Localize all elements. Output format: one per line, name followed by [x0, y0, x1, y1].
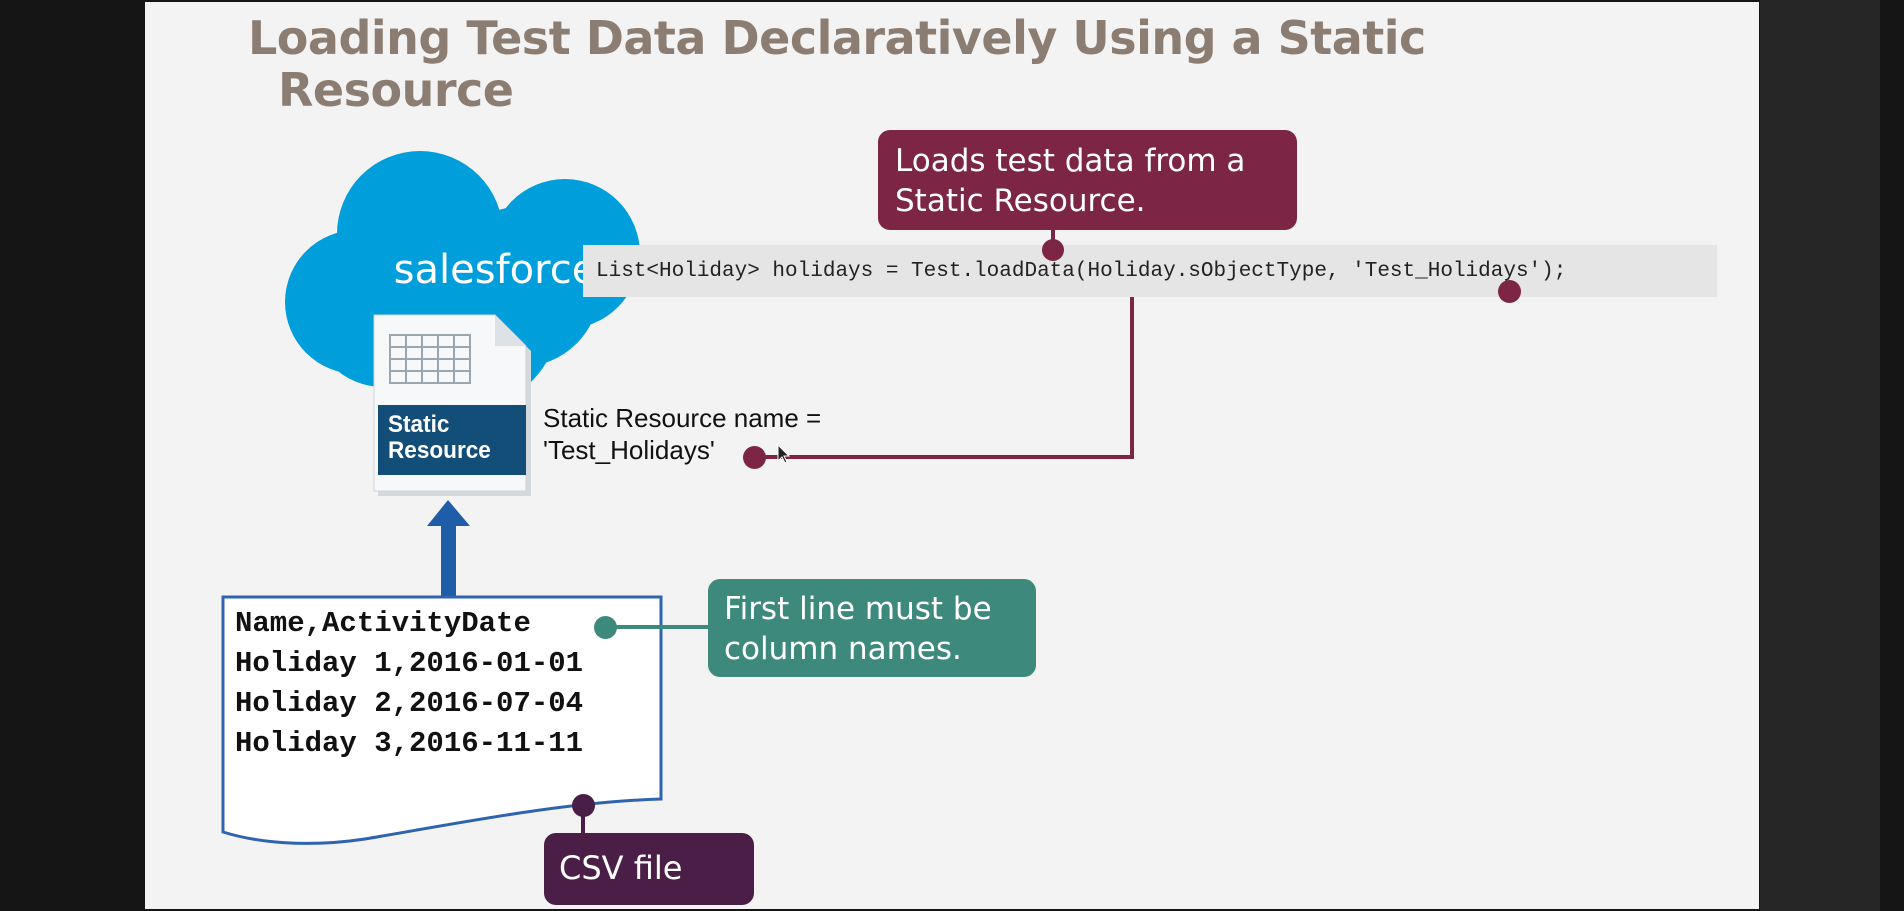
- right-edge-bar: [1760, 0, 1880, 911]
- csv-line: Holiday 2,2016-07-04: [235, 687, 584, 720]
- loads-callout-dot: [1042, 239, 1064, 261]
- first-line-callout-line2: column names.: [724, 631, 962, 667]
- code-line: List<Holiday> holidays = Test.loadData(H…: [596, 260, 1567, 283]
- slide: Loading Test Data Declaratively Using a …: [145, 2, 1759, 909]
- csv-document-icon: [221, 595, 663, 845]
- first-line-callout-line1: First line must be: [724, 591, 992, 627]
- upload-arrow-icon: [427, 500, 470, 597]
- static-resource-name-line2: 'Test_Holidays': [543, 435, 715, 465]
- first-line-callout: First line must be column names.: [708, 579, 1036, 677]
- csv-line: Holiday 1,2016-01-01: [235, 647, 584, 680]
- static-resource-icon-label: Static Resource: [388, 412, 491, 464]
- first-line-dot: [594, 616, 617, 639]
- loads-test-data-callout: Loads test data from a Static Resource.: [878, 130, 1297, 230]
- slide-title-line2: Resource: [278, 63, 514, 117]
- loads-callout-line2: Static Resource.: [895, 183, 1146, 219]
- static-resource-icon-line1: Static: [388, 411, 450, 438]
- code-anchor-dot: [1498, 280, 1521, 303]
- static-resource-name-label: Static Resource name = 'Test_Holidays': [543, 402, 821, 466]
- slide-title-line1: Loading Test Data Declaratively Using a …: [248, 11, 1426, 65]
- slide-title: Loading Test Data Declaratively Using a …: [248, 12, 1448, 116]
- salesforce-logo-text: salesforce: [393, 247, 597, 293]
- mouse-cursor-icon: [777, 443, 791, 464]
- csv-line: Name,ActivityDate: [235, 607, 531, 640]
- loads-callout-line1: Loads test data from a: [895, 143, 1246, 179]
- csv-line: Holiday 3,2016-11-11: [235, 727, 584, 760]
- csv-file-dot: [572, 794, 595, 817]
- code-block: [583, 245, 1717, 297]
- static-resource-document-icon: [373, 314, 531, 496]
- resource-name-dot: [743, 446, 766, 469]
- static-resource-icon-line2: Resource: [388, 437, 491, 464]
- resource-name-connector: [754, 289, 1509, 459]
- static-resource-name-line1: Static Resource name =: [543, 403, 822, 433]
- csv-file-callout: CSV file: [544, 833, 754, 905]
- csv-content: Name,ActivityDate Holiday 1,2016-01-01 H…: [235, 604, 583, 764]
